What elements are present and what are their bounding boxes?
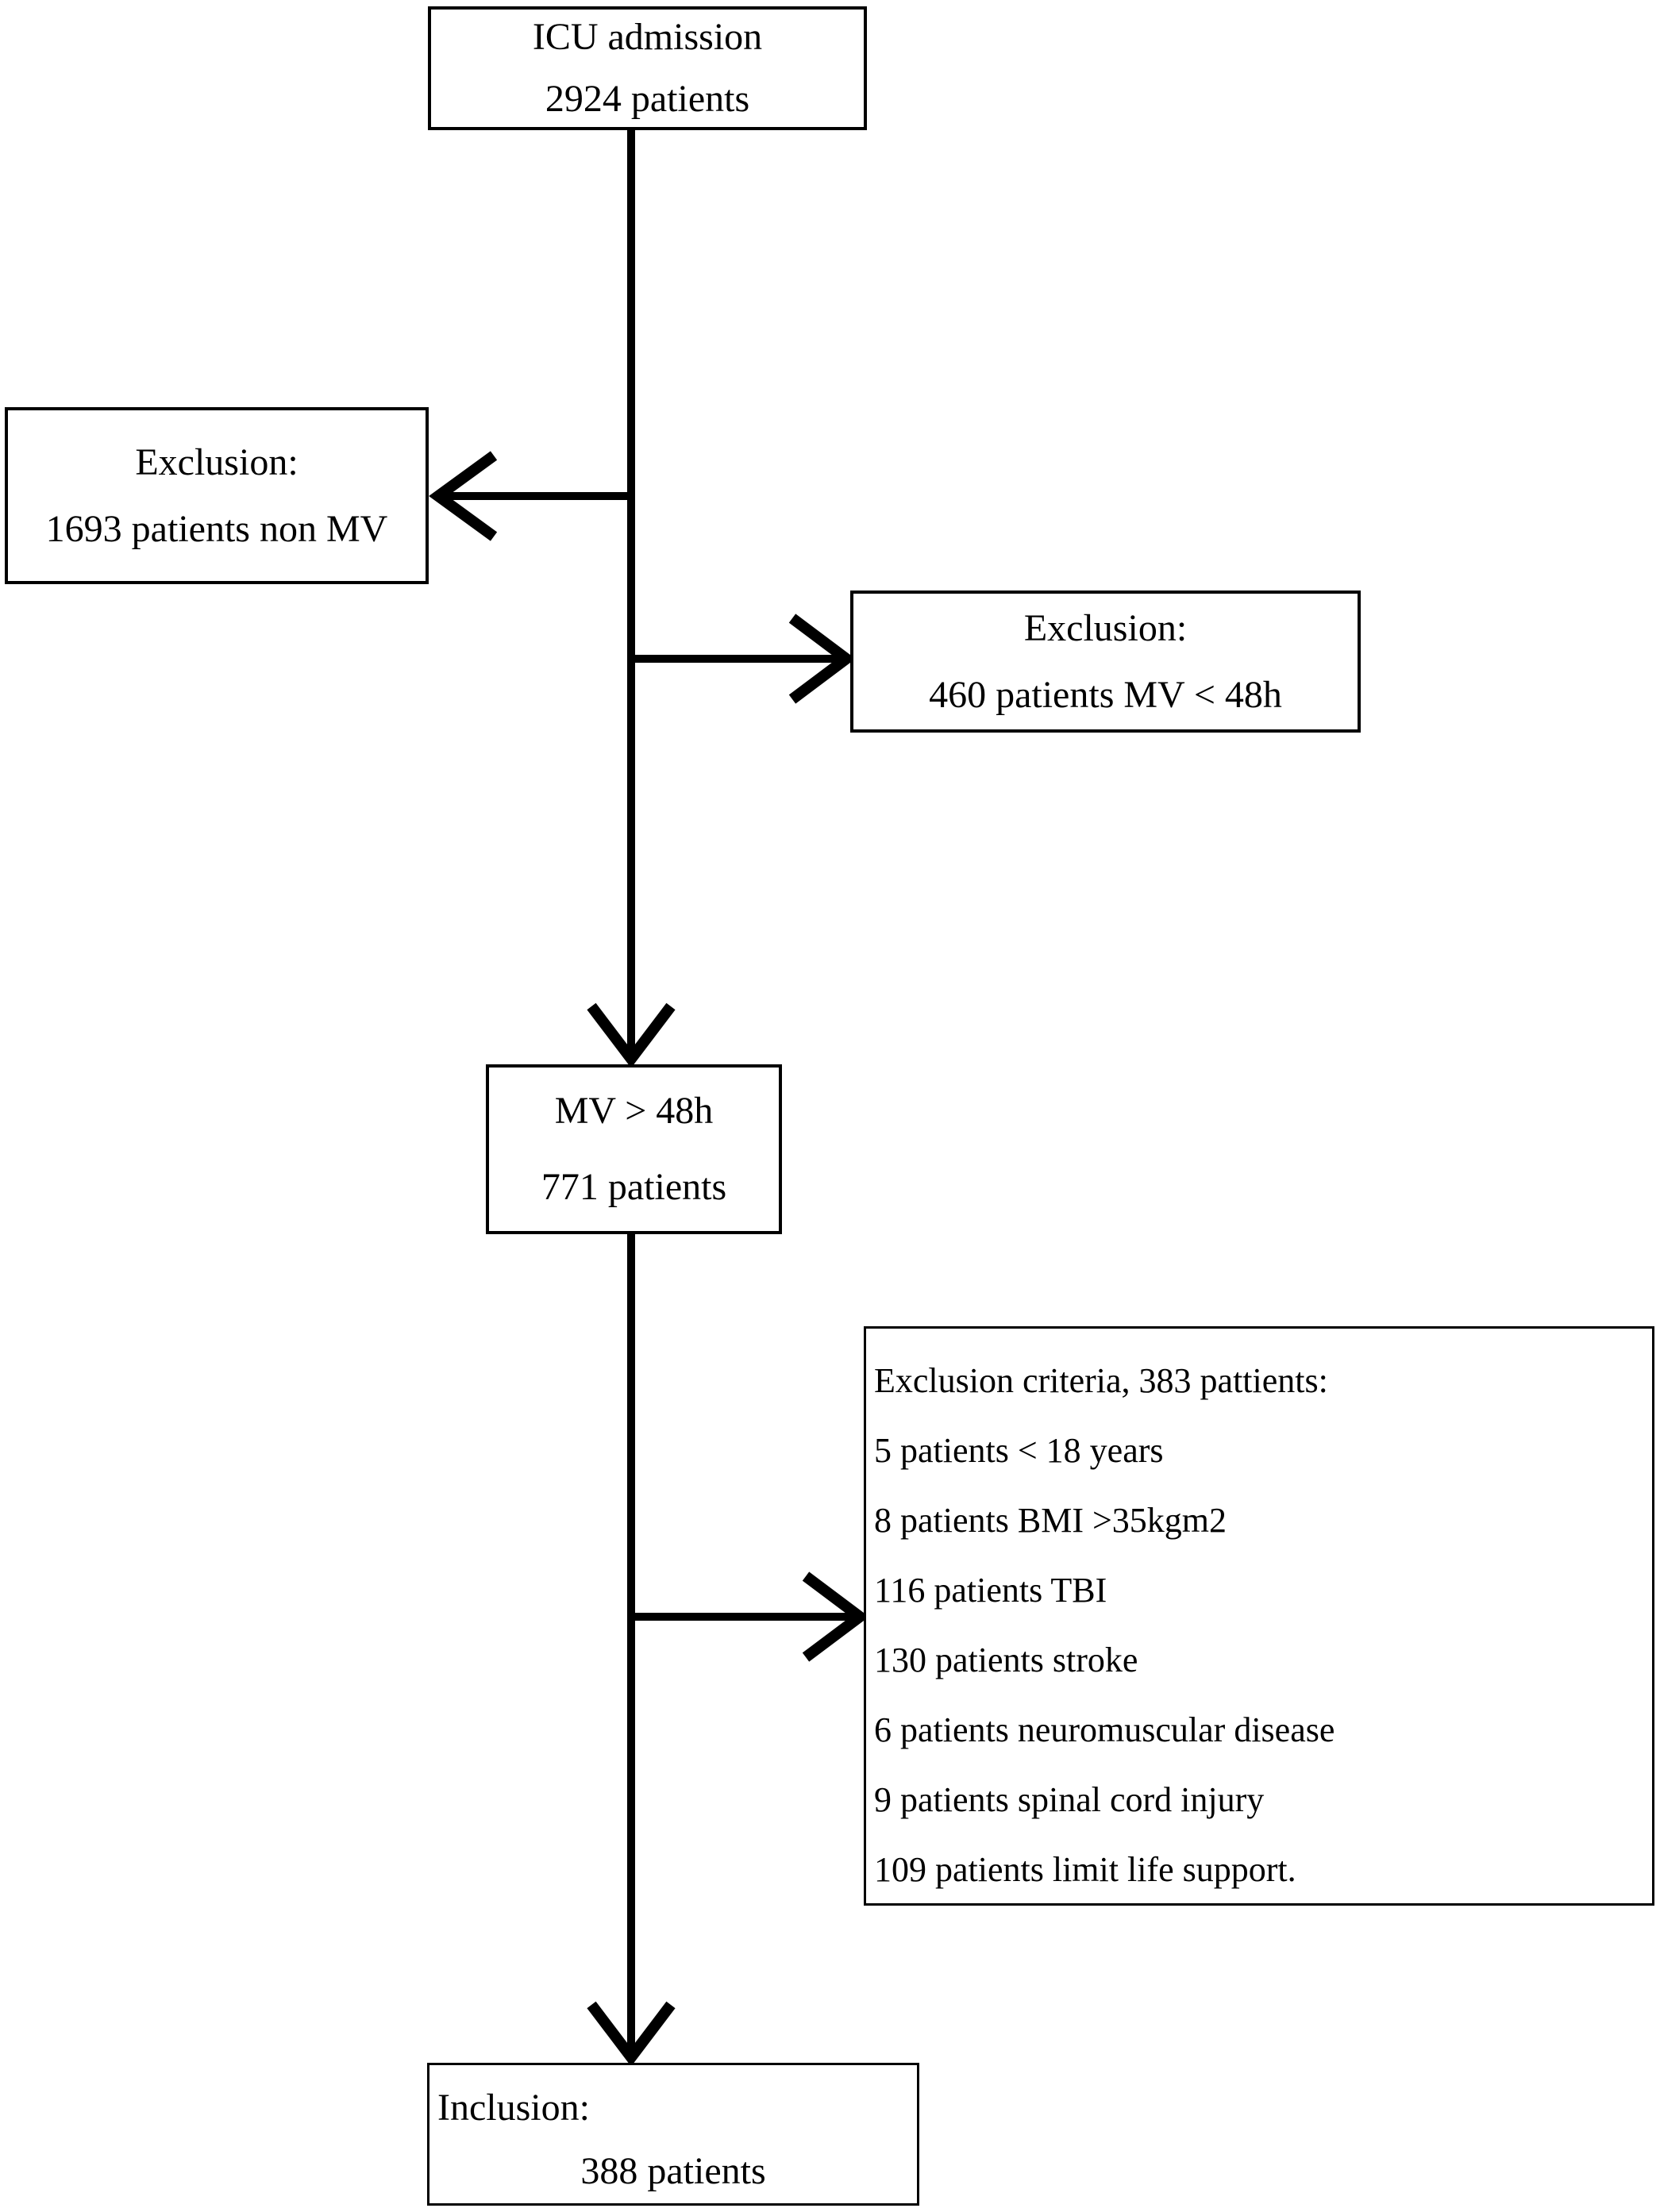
arrow-down-into-mv-box-icon <box>587 1002 676 1068</box>
icu-admission-count: 2924 patients <box>545 78 750 120</box>
inclusion-title: Inclusion: <box>437 2087 590 2129</box>
exclusion-non-mv-title: Exclusion: <box>135 440 298 483</box>
exclusion-non-mv-box: Exclusion: 1693 patients non MV <box>5 407 429 584</box>
mv-gt-48h-box: MV > 48h 771 patients <box>486 1064 782 1234</box>
inclusion-count: 388 patients <box>580 2150 766 2192</box>
inclusion-box: Inclusion: 388 patients <box>427 2063 919 2206</box>
exclusion-mv-lt-48h-title: Exclusion: <box>1023 606 1188 649</box>
exclusion-criteria-item: 116 patients TBI <box>874 1571 1107 1610</box>
exclusion-criteria-item: 5 patients < 18 years <box>874 1431 1164 1470</box>
icu-admission-label: ICU admission <box>532 16 763 58</box>
exclusion-criteria-item: 8 patients BMI >35kgm2 <box>874 1501 1227 1540</box>
exclusion-criteria-item: 109 patients limit life support. <box>874 1850 1296 1889</box>
arrow-right-into-exclusion-criteria-icon <box>802 1571 869 1662</box>
exclusion-criteria-box: Exclusion criteria, 383 pattients: 5 pat… <box>864 1326 1654 1906</box>
exclusion-mv-lt-48h-count: 460 patients MV < 48h <box>929 673 1282 716</box>
icu-admission-box: ICU admission 2924 patients <box>428 6 867 130</box>
mv-gt-48h-label: MV > 48h <box>554 1090 714 1132</box>
exclusion-criteria-title: Exclusion criteria, 383 pattients: <box>874 1361 1328 1400</box>
exclusion-criteria-item: 9 patients spinal cord injury <box>874 1780 1265 1819</box>
exclusion-mv-lt-48h-box: Exclusion: 460 patients MV < 48h <box>850 591 1361 733</box>
arrow-down-into-inclusion-box-icon <box>587 2001 676 2067</box>
exclusion-criteria-item: 6 patients neuromuscular disease <box>874 1710 1335 1749</box>
arrow-left-into-exclusion-non-mv-icon <box>429 451 498 541</box>
exclusion-criteria-item: 130 patients stroke <box>874 1641 1138 1679</box>
arrow-right-into-exclusion-mv-lt-48h-icon <box>788 614 856 704</box>
exclusion-non-mv-count: 1693 patients non MV <box>45 507 388 550</box>
mv-gt-48h-count: 771 patients <box>541 1166 727 1208</box>
